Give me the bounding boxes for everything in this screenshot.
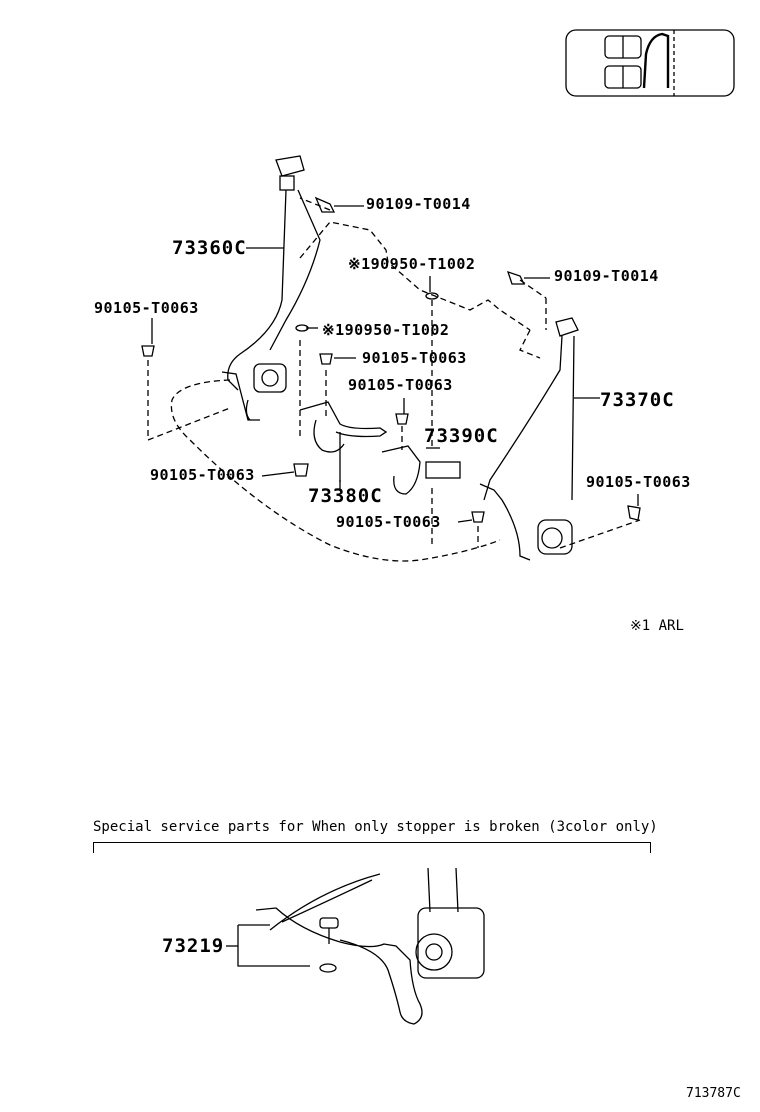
- buckle-73390C: [381, 445, 461, 495]
- diagram-id: 713787C: [686, 1086, 741, 1101]
- seat-outline: [147, 197, 641, 562]
- part-90105-T0063-e: 90105-T0063: [586, 473, 691, 491]
- part-90105-T0063-f: 90105-T0063: [336, 513, 441, 531]
- part-190950-T1002-a: ※190950-T1002: [348, 255, 476, 273]
- part-73390C: 73390C: [424, 425, 499, 447]
- part-90105-T0063-d: 90105-T0063: [150, 466, 255, 484]
- seatbelt-73370C: [479, 317, 579, 561]
- part-73370C: 73370C: [600, 389, 675, 411]
- part-190950-T1002-b: ※190950-T1002: [322, 321, 450, 339]
- part-90109-T0014-b: 90109-T0014: [554, 267, 659, 285]
- part-73360C: 73360C: [172, 237, 247, 259]
- part-73380C: 73380C: [308, 485, 383, 507]
- part-90105-T0063-b: 90105-T0063: [362, 349, 467, 367]
- vehicle-locator-icon: [565, 29, 735, 97]
- part-90105-T0063-c: 90105-T0063: [348, 376, 453, 394]
- part-90105-T0063-a: 90105-T0063: [94, 299, 199, 317]
- leader-lines: [151, 205, 639, 523]
- seatbelt-73360C: [221, 155, 321, 421]
- caption-bracket: [93, 842, 651, 853]
- note-arl: ※1 ARL: [630, 618, 684, 634]
- buckle-73380C: [299, 401, 388, 490]
- stopper-detail: [226, 867, 485, 1025]
- special-service-caption: Special service parts for When only stop…: [93, 819, 658, 835]
- part-73219: 73219: [162, 935, 225, 957]
- part-90109-T0014-a: 90109-T0014: [366, 195, 471, 213]
